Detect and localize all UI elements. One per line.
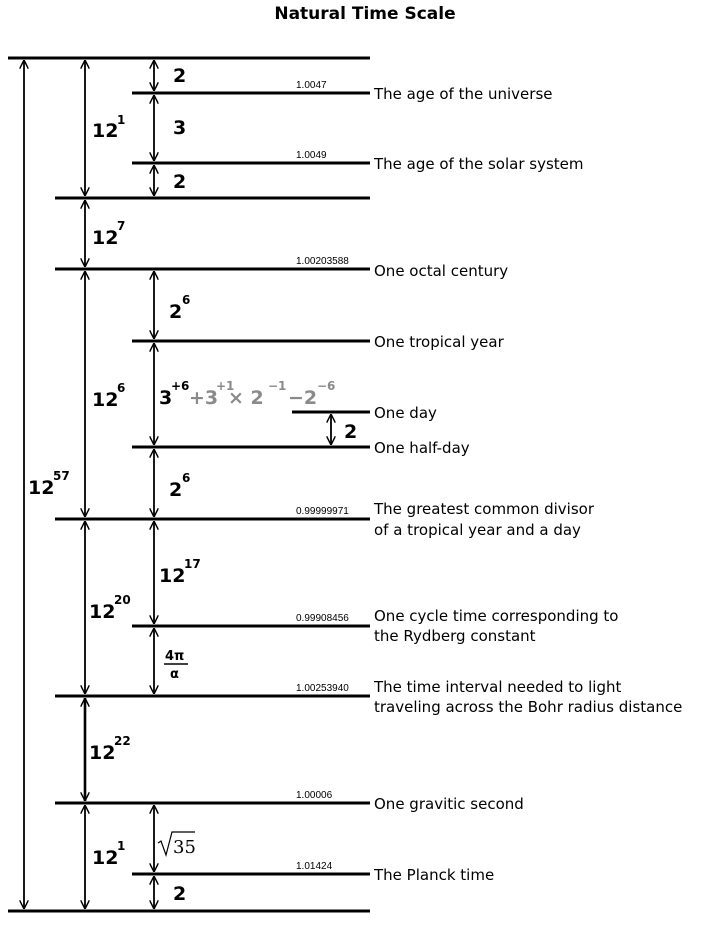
- factor-col2-bottom: 2: [173, 883, 186, 905]
- value-universe: 1.0047: [296, 80, 327, 91]
- factor-col1-2-exp: 7: [117, 219, 125, 233]
- factor-col2-mid-b-exp: 6: [182, 471, 190, 485]
- fraction-denominator: α: [170, 667, 179, 682]
- label-tropical-year: One tropical year: [374, 333, 505, 351]
- sqrt-radical-sign: [157, 831, 195, 858]
- value-bohr: 1.00253940: [296, 683, 349, 694]
- factor-col1-2-base: 12: [92, 227, 118, 249]
- factor-outer: 12 57: [28, 469, 70, 499]
- label-planck: The Planck time: [373, 866, 494, 884]
- sub-levels: [132, 91, 370, 876]
- factor-col1-6-base: 12: [92, 847, 118, 869]
- formula-exp-2: +1: [216, 379, 234, 393]
- label-octal-century: One octal century: [374, 262, 508, 280]
- factor-col2-17-base: 12: [159, 565, 185, 587]
- factor-col2-mid-b-base: 2: [169, 479, 182, 501]
- formula-part-1: 3: [159, 387, 172, 409]
- value-planck: 1.01424: [296, 861, 333, 872]
- label-day: One day: [374, 404, 437, 422]
- arrows: [24, 60, 331, 909]
- value-solar-system: 1.0049: [296, 150, 327, 161]
- factor-col1-3-exp: 6: [117, 381, 125, 395]
- label-universe: The age of the universe: [373, 85, 552, 103]
- formula: 3 +6 +3 +1 × 2 −1 −2 −6: [159, 379, 335, 409]
- label-solar-system: The age of the solar system: [373, 155, 584, 173]
- formula-part-3: × 2: [228, 387, 264, 409]
- formula-exp-3: −1: [268, 379, 286, 393]
- factor-col2-mid-a-exp: 6: [182, 293, 190, 307]
- label-rydberg-line2: the Rydberg constant: [374, 627, 536, 645]
- factor-col2-mid-a-base: 2: [169, 301, 182, 323]
- formula-exp-1: +6: [171, 379, 189, 393]
- fraction-4pi-alpha: 4π α: [164, 649, 188, 682]
- label-gcd-line1: The greatest common divisor: [373, 500, 595, 518]
- label-gcd-line2: of a tropical year and a day: [374, 521, 581, 539]
- factors-col1: 12 1 12 7 12 6 12 20 12 22 12 1: [89, 113, 131, 869]
- factor-col1-5-exp: 22: [114, 734, 131, 748]
- label-rydberg-line1: One cycle time corresponding to: [374, 607, 618, 625]
- label-gravitic: One gravitic second: [374, 795, 524, 813]
- formula-part-4: −2: [288, 387, 317, 409]
- sqrt-radicand: 35: [173, 837, 196, 858]
- level-labels: The age of the universe The age of the s…: [373, 85, 682, 884]
- value-octal-century: 1.00203588: [296, 256, 349, 267]
- factor-col1-4-exp: 20: [114, 593, 131, 607]
- factor-col1-5-base: 12: [89, 742, 115, 764]
- diagram-title: Natural Time Scale: [274, 4, 456, 24]
- fraction-numerator: 4π: [165, 649, 184, 664]
- main-levels: [8, 56, 370, 913]
- formula-part-2: +3: [189, 387, 218, 409]
- factor-outer-base: 12: [28, 477, 54, 499]
- value-rydberg: 0.99908456: [296, 613, 349, 624]
- value-gravitic: 1.00006: [296, 790, 333, 801]
- factor-col2-top-3: 2: [173, 171, 186, 193]
- value-gcd: 0.99999971: [296, 506, 349, 517]
- factor-col1-6-exp: 1: [117, 839, 125, 853]
- factor-col2-17-exp: 17: [184, 557, 201, 571]
- factor-day: 2: [344, 421, 357, 443]
- label-bohr-line2: traveling across the Bohr radius distanc…: [374, 698, 682, 716]
- factor-col1-4-base: 12: [89, 601, 115, 623]
- level-values: 1.0047 1.0049 1.00203588 0.99999971 0.99…: [296, 80, 349, 872]
- factor-col1-1-base: 12: [92, 120, 118, 142]
- factors-col2: 2 3 2 2 6 2 6 12 17 2 2: [159, 65, 357, 905]
- factor-outer-exp: 57: [53, 469, 70, 483]
- label-bohr-line1: The time interval needed to light: [373, 678, 621, 696]
- factor-col1-3-base: 12: [92, 389, 118, 411]
- formula-exp-4: −6: [317, 379, 335, 393]
- sqrt-35: 35: [157, 831, 196, 858]
- factor-col1-1-exp: 1: [117, 113, 125, 127]
- factor-col2-top-2: 3: [173, 117, 186, 139]
- label-half-day: One half-day: [374, 439, 470, 457]
- factor-col2-top-1: 2: [173, 65, 186, 87]
